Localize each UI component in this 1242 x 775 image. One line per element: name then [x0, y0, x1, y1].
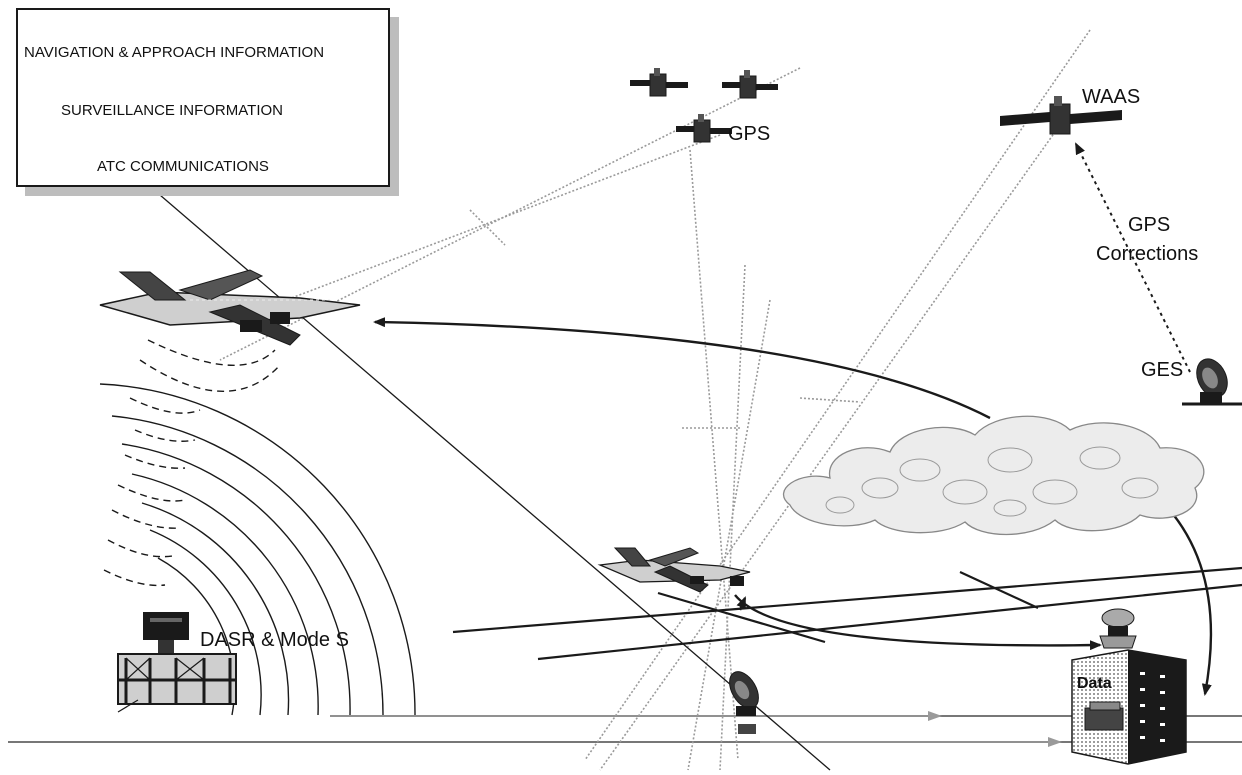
radar-tower-icon	[117, 612, 237, 713]
ground-dish-icon	[729, 671, 759, 734]
legend-atc-label: ATC COMMUNICATIONS	[97, 158, 269, 175]
gps-corrections-label-line2: Corrections	[1096, 243, 1199, 265]
dasr-label: DASR & Mode S	[200, 629, 349, 651]
radar-waves	[99, 339, 416, 716]
aircraft-upper-icon	[99, 269, 361, 346]
ground-lines	[8, 711, 1242, 747]
surveillance-lines	[452, 566, 1242, 661]
gps-corrections-label-line1: GPS	[1128, 214, 1171, 236]
gps-satellite-1	[630, 68, 688, 97]
legend-nav-label: NAVIGATION & APPROACH INFORMATION	[24, 44, 325, 61]
data-label: Data	[1077, 675, 1112, 692]
gps-satellite-2	[722, 70, 778, 99]
gps-label: GPS	[728, 123, 771, 145]
legend-surveillance-label: SURVEILLANCE INFORMATION	[61, 102, 283, 119]
atc-link-line	[159, 194, 831, 771]
gps-satellite-3	[676, 114, 732, 143]
data-server-icon	[1071, 608, 1187, 765]
atc-arrows	[373, 317, 1213, 696]
waas-satellite-icon	[1000, 96, 1122, 135]
ges-dish-icon	[1182, 358, 1242, 406]
ges-label: GES	[1141, 359, 1184, 381]
legend	[16, 8, 390, 187]
aircraft-lower-icon	[597, 547, 751, 593]
waas-label: WAAS	[1082, 86, 1141, 108]
gps-corrections-arrow	[1075, 142, 1191, 373]
cloud-icon	[782, 415, 1205, 536]
